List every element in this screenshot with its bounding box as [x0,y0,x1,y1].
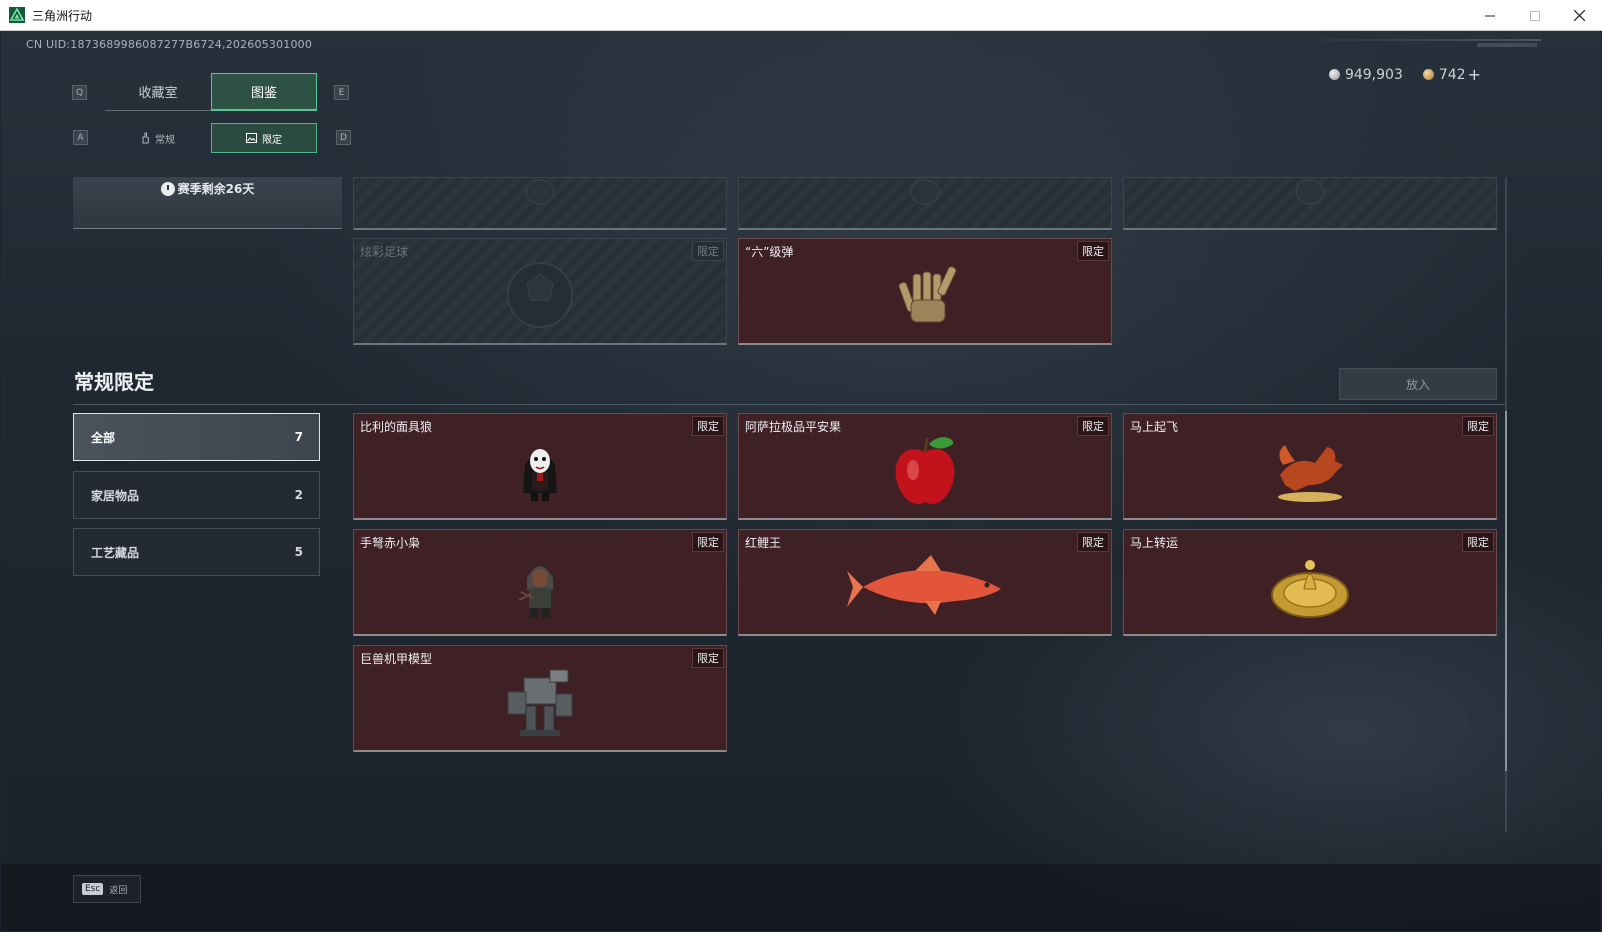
tab-collection-room[interactable]: 收藏室 [105,73,211,111]
currency-bar: 949,903 742 + [1328,65,1493,84]
key-hint-prev-tab: Q [72,85,87,100]
limited-tag: 限定 [692,532,724,552]
flying-horse-icon [1278,445,1343,503]
top-decoration-accent [1477,43,1537,47]
close-icon [1574,10,1585,21]
limited-tag: 限定 [1077,241,1109,261]
esc-key-hint: Esc [82,883,104,895]
main-tabs: 收藏室 图鉴 [105,73,317,111]
item-card-crossbow-owl[interactable]: 手弩赤小枭 限定 [353,529,727,636]
limited-tag: 限定 [692,416,724,436]
card-name: 炫彩足球 [360,245,409,259]
category-all[interactable]: 全部 7 [73,413,320,461]
silver-coin-icon [1328,69,1340,80]
locked-slot-2[interactable] [738,177,1112,230]
category-count: 2 [294,488,303,502]
category-home-items[interactable]: 家居物品 2 [73,471,320,519]
mech-model-icon [507,669,573,737]
uid-label: CN UID:1873689986087277B6724,20260530100… [26,38,313,51]
subtab-regular-label: 常规 [155,134,175,146]
football-icon [507,262,573,329]
locked-item-silhouette-icon [1295,179,1325,205]
limited-tag: 限定 [1077,532,1109,552]
silver-amount: 949,903 [1344,66,1403,83]
tab-catalog[interactable]: 图鉴 [211,73,317,111]
maximize-icon [1529,10,1540,21]
maximize-button[interactable] [1512,0,1557,31]
category-count: 5 [294,545,303,559]
locked-item-silhouette-icon [525,179,555,205]
carp-fish-icon [847,555,1001,616]
key-hint-next-tab: E [334,85,349,100]
sub-tabs: 常规 限定 [105,123,317,153]
locked-item-silhouette-icon [910,179,940,205]
section-title: 常规限定 [74,370,154,394]
minimize-icon [1484,15,1495,16]
currency-silver: 949,903 [1328,66,1403,83]
category-count: 7 [294,430,303,444]
currency-gold: 742 + [1422,65,1481,84]
limited-tag: 限定 [1462,532,1494,552]
featured-card-level-six-bullet[interactable]: “六”级弹 限定 [738,238,1112,345]
add-currency-button[interactable]: + [1467,65,1481,84]
key-hint-next-subtab: D [336,130,351,145]
item-card-red-carp-king[interactable]: 红鲤王 限定 [738,529,1112,636]
locked-slot-1[interactable] [353,177,727,230]
apple-icon [895,437,955,505]
minimize-button[interactable] [1467,0,1512,31]
golden-compass-icon [1271,560,1349,619]
back-label: 返回 [109,885,128,896]
subtab-limited[interactable]: 限定 [211,123,317,153]
back-button[interactable]: Esc 返回 [73,875,141,903]
clock-icon [160,182,175,196]
key-hint-prev-subtab: A [73,130,88,145]
subtab-limited-label: 限定 [262,134,282,146]
subtab-regular[interactable]: 常规 [105,123,211,153]
card-name: 马上起飞 [1130,420,1179,434]
limited-tag: 限定 [692,241,724,261]
bottom-bar [1,864,1601,931]
put-in-button[interactable]: 放入 [1339,368,1497,400]
season-remaining-text: 赛季剩余26天 [177,182,255,196]
limited-tag: 限定 [692,648,724,668]
card-name: “六”级弹 [745,245,794,259]
featured-card-colorful-football[interactable]: 炫彩足球 限定 [353,238,727,345]
item-card-behemoth-mech-model[interactable]: 巨兽机甲模型 限定 [353,645,727,752]
card-name: 马上转运 [1130,536,1179,550]
gold-amount: 742 [1438,66,1466,83]
category-label: 全部 [91,430,116,445]
limited-tag: 限定 [1462,416,1494,436]
bullet-hand-icon [898,266,957,323]
app-logo-icon [9,7,25,23]
item-card-horse-take-off[interactable]: 马上起飞 限定 [1123,413,1497,520]
close-button[interactable] [1557,0,1602,31]
season-remaining-panel: 赛季剩余26天 [73,177,342,229]
card-name: 阿萨拉极品平安果 [745,420,842,434]
card-name: 手弩赤小枭 [360,536,421,550]
hand-icon [142,132,150,144]
item-card-horse-fortune[interactable]: 马上转运 限定 [1123,529,1497,636]
top-decoration [1281,39,1541,41]
game-area: CN UID:1873689986087277B6724,20260530100… [1,31,1601,931]
card-name: 巨兽机甲模型 [360,652,433,666]
mask-doll-figure-icon [523,449,557,502]
section-divider [73,404,1507,405]
card-name: 比利的面具狼 [360,420,433,434]
gold-coin-icon [1422,69,1434,80]
image-icon [246,133,257,143]
item-card-billy-mask-wolf[interactable]: 比利的面具狼 限定 [353,413,727,520]
window-titlebar: 三角洲行动 [0,0,1602,31]
locked-slot-3[interactable] [1123,177,1497,230]
limited-tag: 限定 [1077,416,1109,436]
card-name: 红鲤王 [745,536,782,550]
scrollbar-thumb[interactable] [1505,411,1507,771]
category-label: 家居物品 [91,488,140,503]
hooded-figure-icon [518,566,553,619]
category-label: 工艺藏品 [91,545,140,560]
item-card-asala-apple[interactable]: 阿萨拉极品平安果 限定 [738,413,1112,520]
window-title: 三角洲行动 [32,8,93,23]
category-crafts[interactable]: 工艺藏品 5 [73,528,320,576]
